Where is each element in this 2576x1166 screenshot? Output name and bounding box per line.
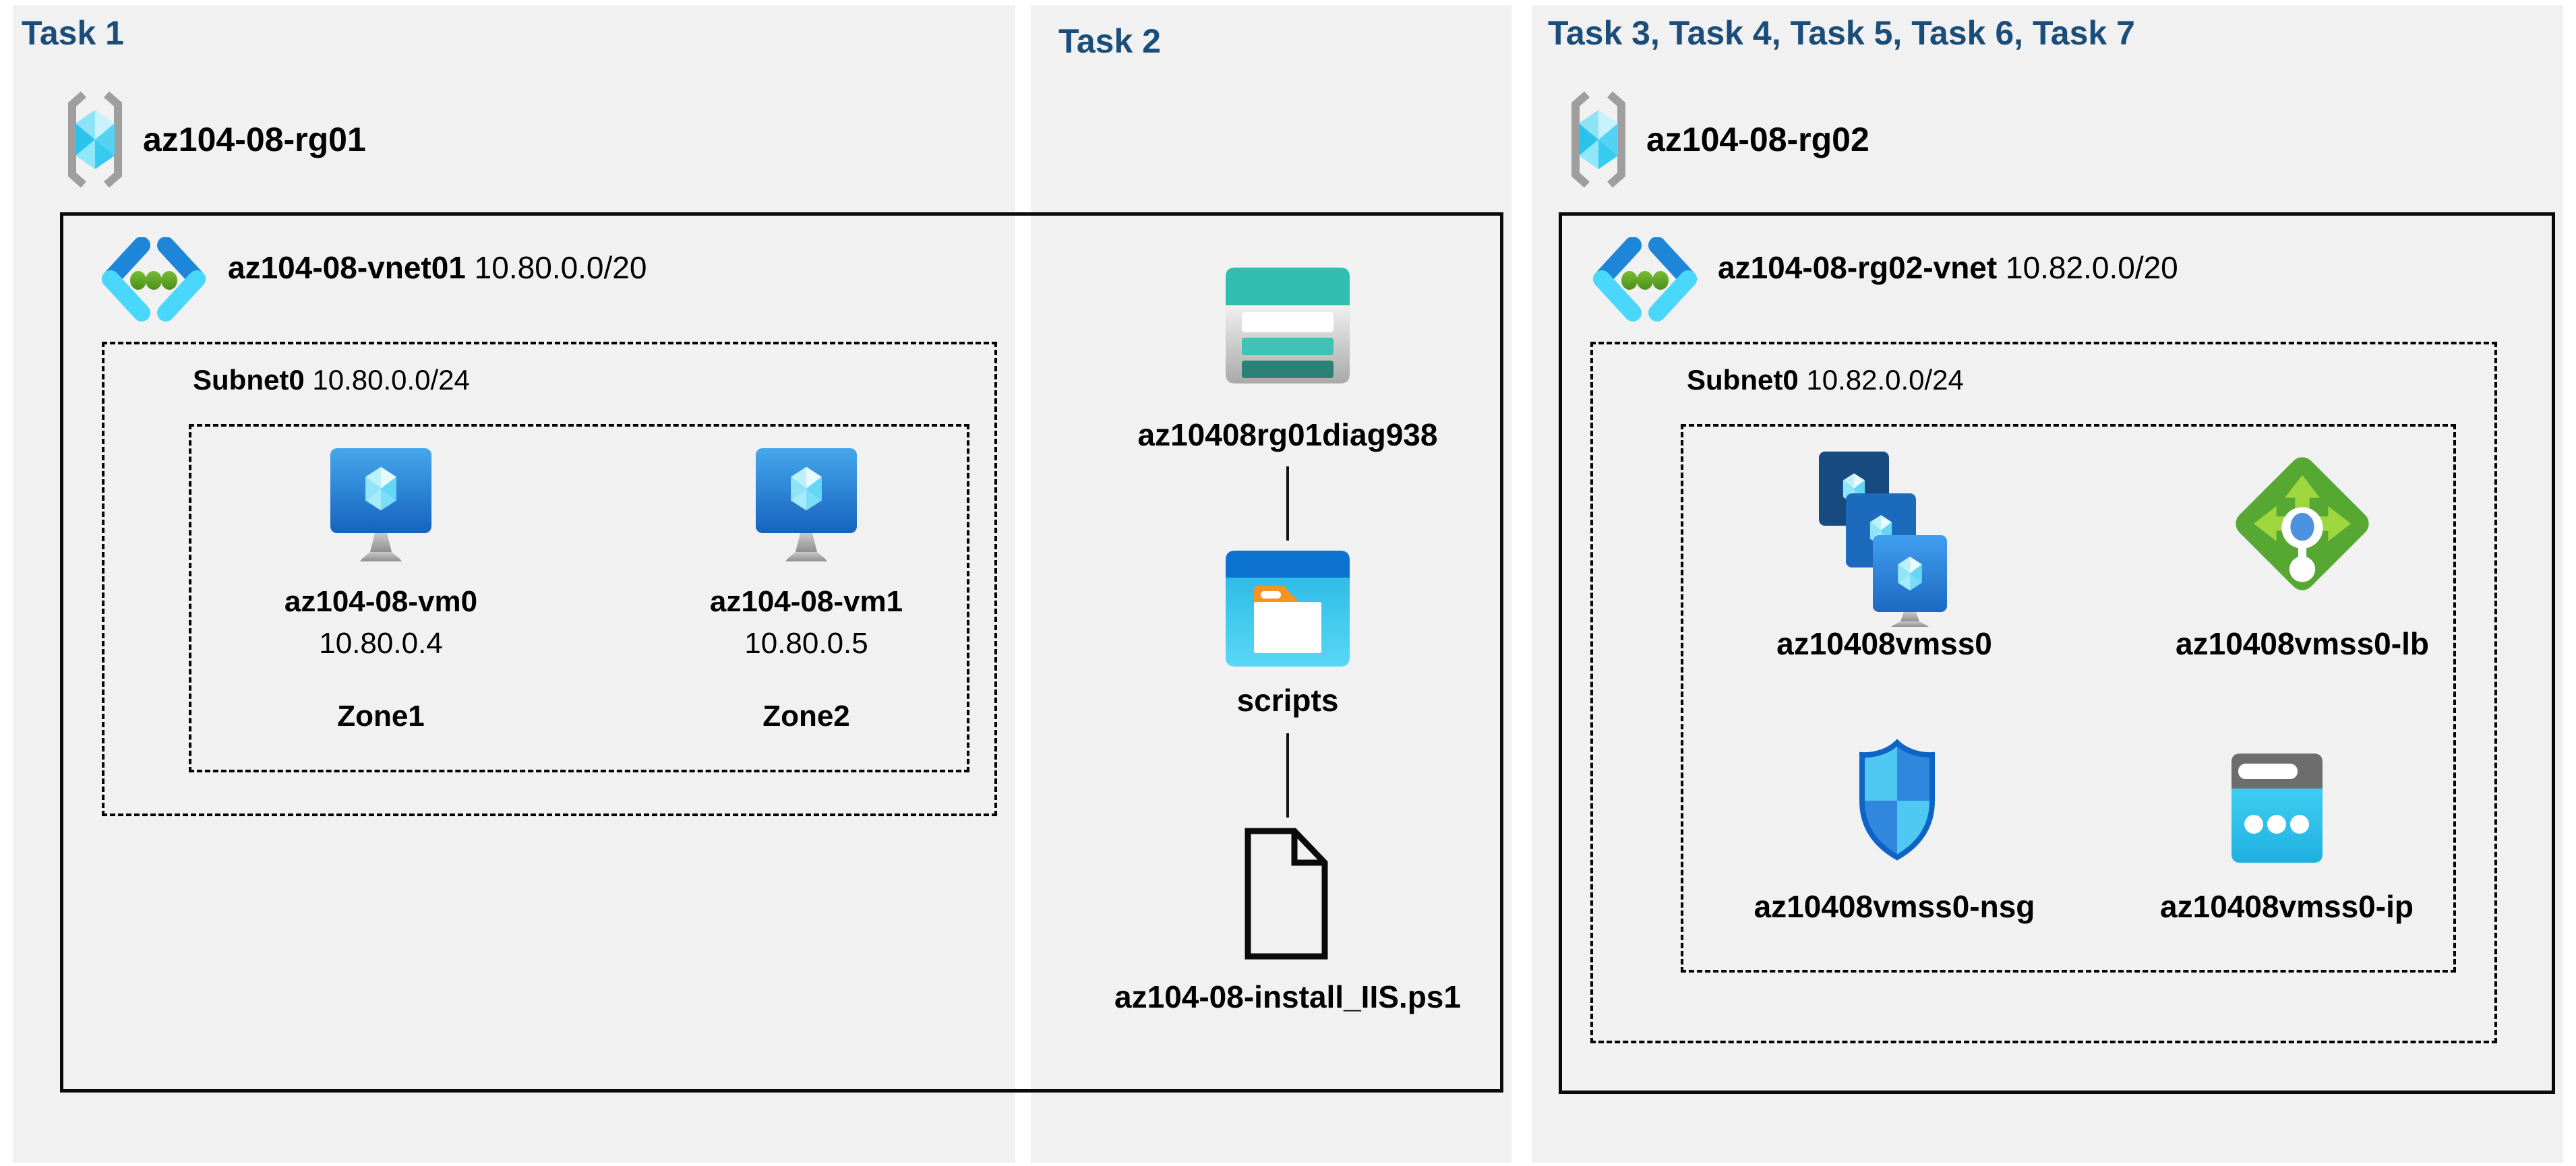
blob-container-icon [1226,551,1350,667]
vnet2-cidr: 10.82.0.0/20 [2005,250,2178,285]
vm1-zone: Zone2 [762,700,850,733]
nsg-label: az10408vmss0-nsg [1754,889,2035,924]
subnet1-name: Subnet0 [193,364,305,396]
network-security-group-icon [1855,739,1939,864]
virtual-machine-icon [756,448,857,563]
vm0-name: az104-08-vm0 [284,585,478,618]
virtual-network-icon [100,237,208,321]
connector-scripts-file [1286,733,1289,818]
virtual-machine-icon [330,448,431,563]
subnet2-label: Subnet0 10.82.0.0/24 [1687,364,1964,396]
resource-group-2-label: az104-08-rg02 [1646,121,1869,158]
resource-group-icon [58,89,132,190]
subnet1-label: Subnet0 10.80.0.0/24 [193,364,470,396]
vnet1-cidr: 10.80.0.0/20 [474,250,647,285]
subnet2-cidr: 10.82.0.0/24 [1806,364,1964,396]
connector-storage-scripts [1286,466,1289,541]
vnet2-boundary-box [1559,212,2555,1094]
vm0-zone: Zone1 [337,700,425,733]
vmss-resources-boundary-box [1681,424,2456,973]
task1-panel [13,5,1015,1163]
resource-group-icon [1561,89,1636,190]
vm-scale-set-icon [1819,452,1954,627]
vnet2-name: az104-08-rg02-vnet [1718,250,1998,285]
virtual-network-icon [1591,237,1699,321]
subnet1-boundary-box [102,342,997,816]
task3-header: Task 3, Task 4, Task 5, Task 6, Task 7 [1548,14,2135,52]
public-ip-icon [2231,754,2323,863]
subnet1-cidr: 10.80.0.0/24 [312,364,470,396]
vnet1-boundary-box [60,212,1503,1093]
resource-group-1-label: az104-08-rg01 [143,121,366,158]
storage-account-label: az10408rg01diag938 [1137,417,1438,452]
storage-account-icon [1226,268,1350,383]
vm1-ip: 10.80.0.5 [744,627,868,660]
vnet1-name: az104-08-vnet01 [228,250,466,285]
task3-panel [1532,5,2563,1163]
script-file-icon [1245,828,1328,960]
vnet2-label: az104-08-rg02-vnet 10.82.0.0/20 [1718,249,2178,286]
subnet2-boundary-box [1590,342,2497,1043]
subnet2-name: Subnet0 [1687,364,1799,396]
task1-header: Task 1 [22,14,124,52]
zones-boundary-box [189,424,969,772]
vm1-name: az104-08-vm1 [709,585,903,618]
load-balancer-label: az10408vmss0-lb [2176,626,2429,661]
vnet1-label: az104-08-vnet01 10.80.0.0/20 [228,249,647,286]
load-balancer-icon [2225,446,2380,601]
script-file-label: az104-08-install_IIS.ps1 [1114,979,1461,1014]
vm0-ip: 10.80.0.4 [319,627,443,660]
public-ip-label: az10408vmss0-ip [2160,889,2414,924]
vmss-label: az10408vmss0 [1776,626,1992,661]
task2-header: Task 2 [1058,22,1161,60]
container-label: scripts [1236,683,1339,718]
